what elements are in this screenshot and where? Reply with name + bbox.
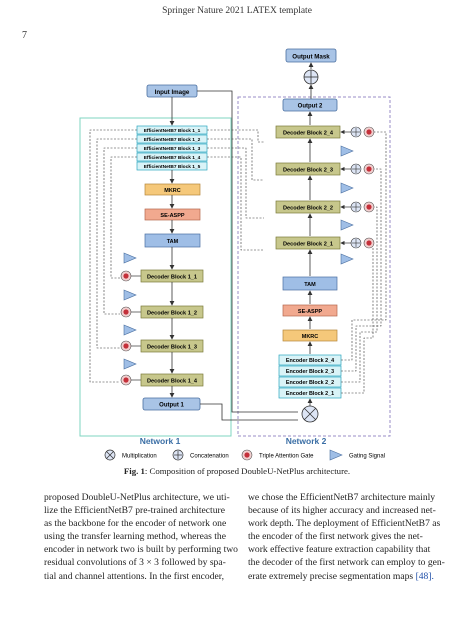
network2-label: Network 2 xyxy=(286,436,327,446)
net1-mkrc-box xyxy=(144,183,201,196)
legend-multiplication: Multiplication xyxy=(122,454,157,460)
figure-caption: Fig. 1: Composition of proposed DoubleU-… xyxy=(0,466,474,476)
net2-decoder-label: Decoder Block 2_4 xyxy=(283,131,334,137)
net1-mkrc-label: MKRC xyxy=(164,188,181,194)
net2-encoder-stack: Encoder Block 2_4 Encoder Block 2_3 Enco… xyxy=(278,354,342,399)
gating-signal-icon xyxy=(123,289,137,301)
net1-tam-label: TAM xyxy=(167,239,179,245)
body-text-line: as the backbone for the encoder of netwo… xyxy=(44,518,227,530)
output-mask-label: Output Mask xyxy=(292,54,330,61)
net2-se-aspp-label: SE-ASPP xyxy=(298,309,322,315)
net1-encoder-label: EfficientNetB7 Block 1_4 xyxy=(144,155,201,161)
body-text-line-last: erate extremely precise segmentation map… xyxy=(248,570,453,583)
net2-se-aspp-box xyxy=(282,304,338,317)
gating-signal-icon xyxy=(123,252,137,264)
gating-signal-icon xyxy=(123,324,137,336)
legend-concatenation: Concatenation xyxy=(190,454,229,460)
net1-encoder-label: EfficientNetB7 Block 1_1 xyxy=(144,128,201,134)
architecture-figure: Network 1 Network 2 Output Mask Input Im… xyxy=(79,48,391,461)
legend-gating-signal: Gating Signal xyxy=(349,454,385,460)
net2-decoder-label: Decoder Block 2_3 xyxy=(283,168,333,174)
page-number: 7 xyxy=(22,30,27,41)
output2-box xyxy=(282,98,338,112)
net1-decoder-label: Decoder Block 1_2 xyxy=(147,311,197,317)
citation-link[interactable]: [48]. xyxy=(415,570,434,582)
net1-encoder-stack: EfficientNetB7 Block 1_1 EfficientNetB7 … xyxy=(136,125,208,171)
body-text-line: the decoder of the first network can emp… xyxy=(248,557,445,569)
output1-label: Output 1 xyxy=(159,403,184,409)
net1-skip-connections xyxy=(89,129,264,383)
net1-se-aspp-box xyxy=(144,208,201,221)
network1-label: Network 1 xyxy=(140,436,181,446)
gating-signal-icon xyxy=(123,358,137,370)
net2-mkrc-label: MKRC xyxy=(302,334,319,340)
net2-decoder-block xyxy=(275,125,341,139)
net2-tam-box xyxy=(282,276,338,291)
net1-decoder-label: Decoder Block 1_3 xyxy=(147,345,197,351)
body-text-line: we chose the EfficientNetB7 architecture… xyxy=(248,492,436,503)
net2-decoder-chain: Output 2 Decoder Block 2_4 Decoder Block… xyxy=(275,98,375,276)
net1-tam-box xyxy=(144,233,201,248)
body-text-line: work effective feature extraction capabi… xyxy=(248,544,431,556)
body-text-line: tial and channel attentions. In the firs… xyxy=(44,570,224,582)
body-text-line: proposed DoubleU-NetPlus architecture, w… xyxy=(44,492,230,503)
net1-encoder-label: EfficientNetB7 Block 1_5 xyxy=(144,164,201,170)
net2-tam-label: TAM xyxy=(304,282,316,288)
output-mask-box xyxy=(285,48,337,63)
net2-skip-connections xyxy=(341,131,387,394)
legend-triple-attention-gate: Triple Attention Gate xyxy=(259,454,314,460)
body-text-line: because of its higher accuracy and incre… xyxy=(248,505,436,517)
net2-encoder-label: Encoder Block 2_3 xyxy=(286,369,334,375)
net2-encoder-label: Encoder Block 2_1 xyxy=(286,391,334,397)
net2-decoder-label: Decoder Block 2_1 xyxy=(283,242,333,248)
body-text-line: work depth. The deployment of EfficientN… xyxy=(248,518,441,530)
net2-mkrc-box xyxy=(282,329,338,342)
net2-decoder-block xyxy=(275,236,341,250)
net2-encoder-label: Encoder Block 2_4 xyxy=(286,358,334,364)
figure-caption-text: : Composition of proposed DoubleU-NetPlu… xyxy=(144,466,351,476)
body-text-line: using the transfer learning method, wher… xyxy=(44,531,226,543)
net1-decoder-label: Decoder Block 1_1 xyxy=(147,275,197,281)
gating-signal-icon xyxy=(340,182,354,194)
body-text-line: lize the EfficientNetB7 pre-trained arch… xyxy=(44,505,225,517)
net2-encoder-label: Encoder Block 2_2 xyxy=(286,380,334,386)
net1-decoder-chain: Decoder Block 1_1 Decoder Block 1_2 Deco… xyxy=(120,252,204,398)
net1-decoder-label: Decoder Block 1_4 xyxy=(147,379,198,385)
network2-region xyxy=(237,96,391,437)
net1-se-aspp-label: SE-ASPP xyxy=(160,213,184,219)
legend: Multiplication Concatenation Triple Atte… xyxy=(104,449,385,461)
body-text-left-column: proposed DoubleU-NetPlus architecture, w… xyxy=(44,491,249,583)
body-text-right-column: we chose the EfficientNetB7 architecture… xyxy=(248,491,453,583)
figure-caption-label: Fig. 1 xyxy=(123,466,145,476)
net2-decoder-block xyxy=(275,162,341,176)
net2-decoder-block xyxy=(275,200,341,214)
gating-signal-icon xyxy=(340,145,354,157)
gating-signal-icon xyxy=(329,449,343,461)
net1-encoder-label: EfficientNetB7 Block 1_3 xyxy=(144,146,201,152)
body-text-line: encoder in network two is built by perfo… xyxy=(44,544,238,556)
body-text-line: the encoder of the first network gives t… xyxy=(248,531,423,543)
output2-label: Output 2 xyxy=(298,104,323,110)
body-text-line: residual convolutions of 3 × 3 followed … xyxy=(44,557,226,569)
body-text-line: erate extremely precise segmentation map… xyxy=(248,570,416,582)
gating-signal-icon xyxy=(340,253,354,265)
running-head: Springer Nature 2021 LATEX template xyxy=(162,6,312,16)
gating-signal-icon xyxy=(340,219,354,231)
input-image-label: Input Image xyxy=(155,89,190,96)
net2-decoder-label: Decoder Block 2_2 xyxy=(283,206,333,212)
network1-region xyxy=(79,117,232,437)
net1-encoder-label: EfficientNetB7 Block 1_2 xyxy=(144,137,201,143)
